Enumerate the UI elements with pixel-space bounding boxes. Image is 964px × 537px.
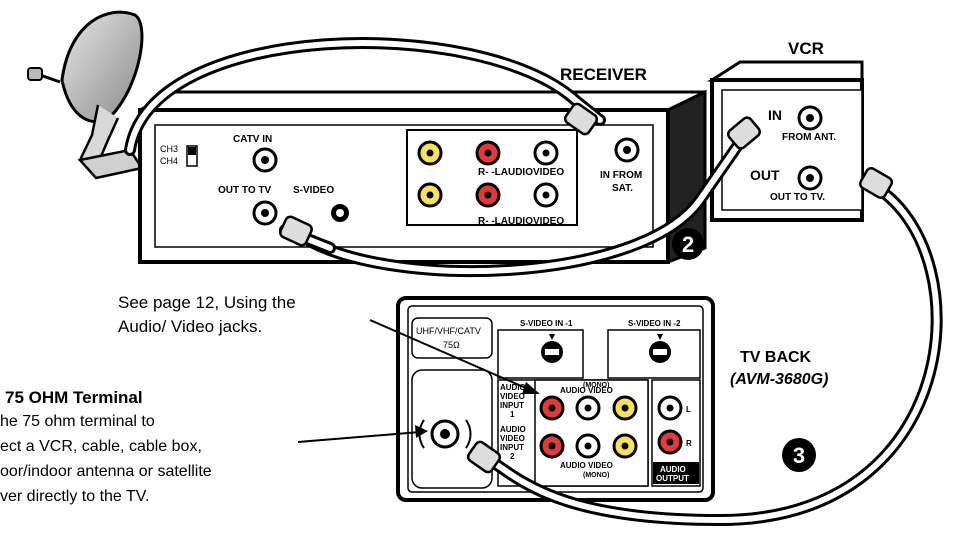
input2-line4: 2 (510, 452, 515, 461)
mono-bottom-label: (MONO) (583, 472, 609, 479)
sat-label: SAT. (612, 183, 633, 194)
input2-line1: AUDIO (500, 425, 526, 434)
vcr-out-to-tv-label: OUT TO TV. (770, 192, 825, 203)
ohm-label: 75Ω (443, 340, 460, 350)
tv-rca-jacks (539, 395, 638, 459)
rca-row1-label: R- -LAUDIOVIDEO (478, 167, 564, 178)
tv-model: (AVM-3680G) (730, 371, 828, 388)
terminal-line-1: he 75 ohm terminal to (0, 413, 155, 430)
catv-in-label: CATV IN (233, 134, 272, 145)
input1-line4: 1 (510, 410, 515, 419)
receiver-box (138, 89, 707, 265)
in-from-label: IN FROM (600, 170, 642, 181)
tv-back-title: TV BACK (740, 349, 812, 366)
mono-top-label: (MONO) (583, 382, 609, 389)
uhf-label: UHF/VHF/CATV (416, 326, 481, 336)
vcr-box (706, 60, 864, 222)
step-marker-3: 3 (782, 438, 816, 472)
step-three-label: 3 (793, 443, 805, 468)
vcr-from-ant-label: FROM ANT. (782, 132, 836, 143)
audio-video-bottom-label: AUDIO VIDEO (560, 461, 613, 470)
receiver-title: RECEIVER (560, 65, 647, 84)
callout-av-jacks: Audio/ Video jacks. (118, 317, 262, 336)
input1-line2: VIDEO (500, 392, 525, 401)
audio-out-l-label: L (686, 405, 691, 414)
s-video-in-1-label: S-VIDEO IN -1 (520, 319, 573, 328)
terminal-line-3: oor/indoor antenna or satellite (0, 463, 212, 480)
input1-line1: AUDIO (500, 383, 526, 392)
s-video-label: S-VIDEO (293, 185, 334, 196)
vcr-out-label: OUT (750, 167, 780, 183)
rca-row2-label: R- -LAUDIOVIDEO (478, 216, 564, 227)
audio-output-line2: OUTPUT (656, 474, 689, 483)
audio-out-r-label: R (686, 439, 692, 448)
s-video-in-2-label: S-VIDEO IN -2 (628, 319, 681, 328)
cable-plugs (279, 102, 894, 474)
audio-video-top-label: AUDIO VIDEO (560, 386, 613, 395)
terminal-line-4: ver directly to the TV. (0, 488, 149, 505)
terminal-line-2: ect a VCR, cable, cable box, (0, 438, 202, 455)
receiver-rca-jacks (417, 140, 559, 208)
input2-line3: INPUT (500, 443, 524, 452)
coax-cables (124, 37, 943, 527)
callout-arrows (297, 319, 540, 443)
audio-output-line1: AUDIO (660, 465, 686, 474)
satellite-dish-icon (27, 10, 145, 180)
callout-see-page: See page 12, Using the (118, 293, 296, 312)
input1-line3: INPUT (500, 401, 524, 410)
step-marker-2: 2 (672, 228, 704, 260)
out-to-tv-label: OUT TO TV (218, 185, 271, 196)
vcr-in-label: IN (768, 107, 782, 123)
input2-line2: VIDEO (500, 434, 525, 443)
tv-back-panel (396, 296, 715, 502)
terminal-heading: 75 OHM Terminal (5, 388, 143, 407)
ch4-label: CH4 (160, 156, 178, 166)
vcr-title: VCR (788, 39, 824, 58)
step-two-label: 2 (682, 232, 694, 257)
ch3-label: CH3 (160, 144, 178, 154)
